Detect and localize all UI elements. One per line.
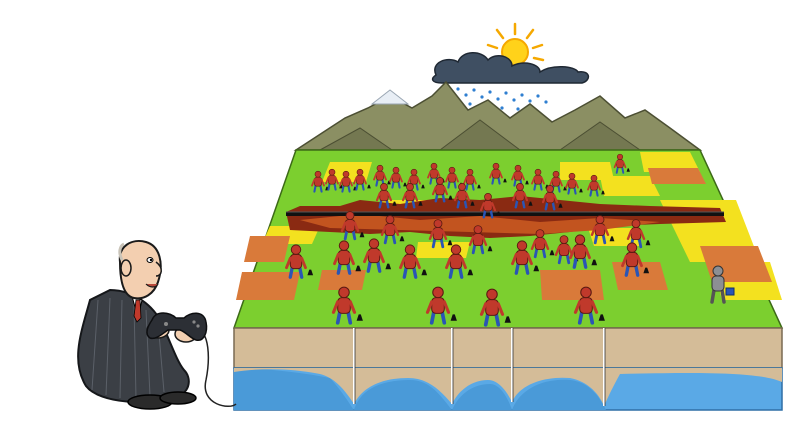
farmer-figure [375, 183, 397, 209]
farmer-figure [530, 229, 555, 259]
wells [353, 328, 605, 406]
farmer-figure [333, 240, 362, 275]
farmer-figure [569, 234, 598, 269]
farmer-figure [479, 288, 511, 327]
briefcase-farmer-figure [710, 265, 735, 304]
farmer-figure [531, 168, 549, 191]
farmer-figure [565, 172, 583, 195]
farmer-figure [325, 168, 343, 191]
farmer-figure [428, 219, 453, 249]
farmer-figure [363, 238, 392, 273]
farmer-figure [626, 219, 651, 249]
farmer-figure [479, 193, 501, 219]
farmer-figure [431, 177, 453, 203]
farmer-figure [339, 170, 357, 193]
farmer-figure [445, 244, 474, 279]
farmer-figure [613, 153, 630, 174]
farmers [285, 153, 735, 327]
game-controller-icon [146, 312, 208, 341]
farmer-figure [468, 225, 493, 255]
farmer-figure [380, 215, 405, 245]
farmer-figure [331, 286, 363, 325]
farmer-figure [541, 185, 563, 211]
mountains [293, 80, 703, 151]
farmer-figure [511, 240, 540, 275]
farmer-figure [489, 162, 507, 185]
farmer-figure [389, 166, 407, 189]
farmer-figure [463, 168, 481, 191]
farmer-figure [573, 286, 605, 325]
farmer-figure [399, 244, 428, 279]
farmer-figure [511, 183, 533, 209]
farmer-figure [445, 166, 463, 189]
farmer-figure [590, 215, 615, 245]
farmer-figure [311, 170, 329, 193]
farmer-figure [554, 235, 579, 265]
farmer-figure [453, 183, 475, 209]
farmer-figure [587, 174, 605, 197]
farmer-figure [621, 242, 650, 277]
farmer-figure [427, 162, 445, 185]
farmer-figure [353, 168, 371, 191]
farmer-figure [285, 244, 314, 279]
farmer-figure [511, 164, 529, 187]
farmer-figure [401, 183, 423, 209]
farmer-figure [340, 211, 365, 241]
farmer-figure [425, 286, 457, 325]
farm-land-block [232, 149, 784, 411]
